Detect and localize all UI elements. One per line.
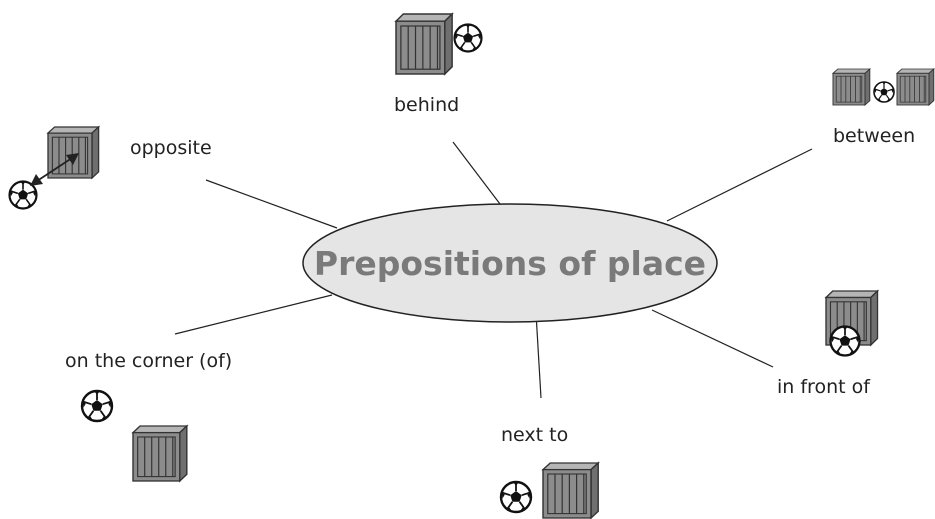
label-next-to: next to [501,424,569,446]
on-the-corner-illustration [80,389,188,482]
behind-illustration [395,13,483,75]
connector-behind [452,141,501,205]
box-icon [395,13,453,75]
connector-between [666,148,813,222]
between-illustration [832,68,935,106]
center-ellipse [302,203,718,323]
box-icon [896,68,935,106]
in-front-of-illustration [825,290,879,357]
double-arrow-icon [30,153,79,186]
box-icon [47,126,100,179]
label-opposite: opposite [130,137,212,159]
soccer-ball-icon [873,81,895,103]
soccer-ball-icon [829,325,861,357]
connector-opposite [205,179,338,229]
center-title: Prepositions of place [313,243,707,283]
box-icon [542,462,599,519]
label-in-front-of: in front of [777,376,870,398]
connector-in-front-of [651,309,774,368]
connector-on-the-corner [174,294,333,335]
next-to-illustration [499,462,599,519]
box-icon [132,425,188,482]
box-icon [832,68,871,106]
opposite-illustration [8,126,100,210]
soccer-ball-icon [80,389,114,423]
label-on-the-corner: on the corner (of) [65,350,233,372]
soccer-ball-icon [499,480,533,514]
label-between: between [833,125,916,147]
label-behind: behind [394,94,460,116]
soccer-ball-icon [453,23,483,53]
connector-next-to [535,312,542,399]
